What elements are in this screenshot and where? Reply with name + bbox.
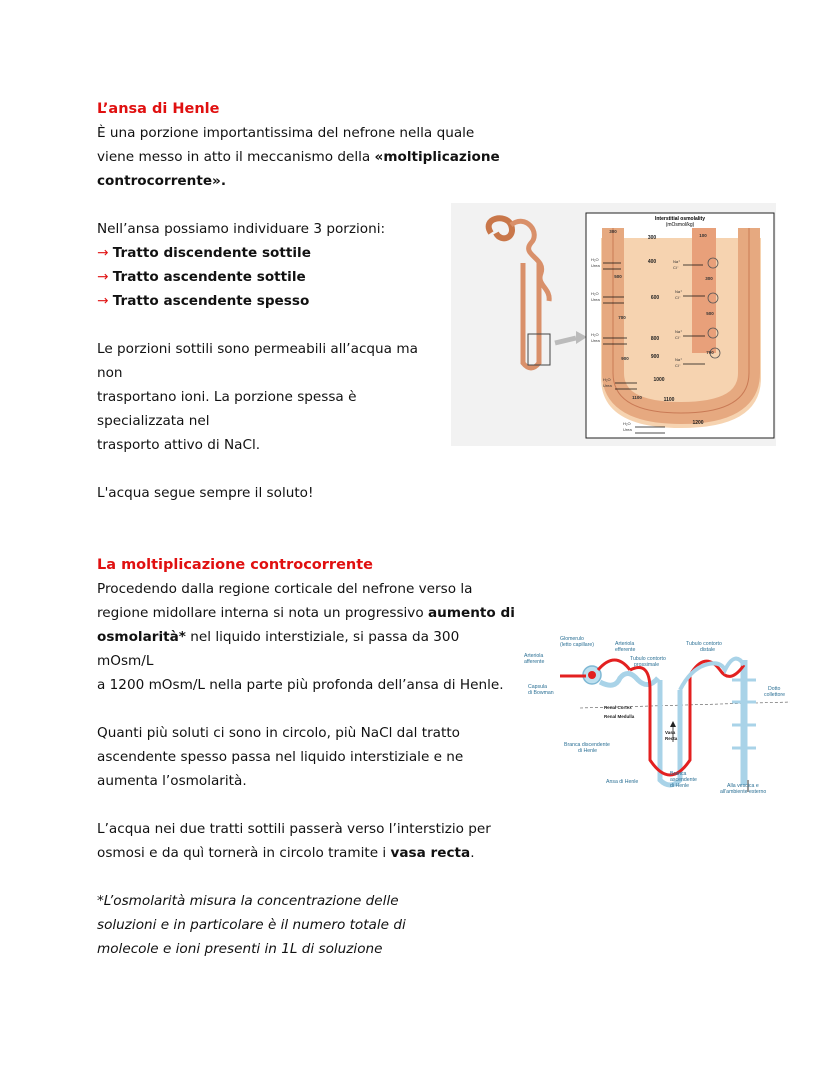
label-dotto-2: collettore <box>764 692 785 698</box>
nephron-mini-illustration <box>485 215 587 371</box>
henle-osmolality-svg: Interstitial osmolality (mOsmol/kg) 300 … <box>485 212 775 439</box>
osm-value: 1200 <box>692 420 703 426</box>
h2o-label: H₂O <box>603 377 611 382</box>
inner-value: 900 <box>621 356 629 361</box>
urea-label: Urea <box>603 383 612 388</box>
s2-line-3: osmolarità* nel liquido interstiziale, s… <box>97 629 460 645</box>
osm-value: 300 <box>648 235 657 241</box>
portions-intro: Nell’ansa possiamo individuare 3 porzion… <box>97 221 386 237</box>
label-dotto: Dotto <box>768 686 781 692</box>
s2-para-line: ascendente spesso passa nel liquido inte… <box>97 749 464 765</box>
urea-label: Urea <box>591 297 600 302</box>
section-title-ansa: L’ansa di Henle <box>97 101 220 117</box>
h2o-label: H₂O <box>591 332 599 337</box>
s2-para-line: aumenta l’osmolarità. <box>97 773 247 789</box>
label-arteriola-efferente: Arteriola <box>615 641 634 647</box>
portion-item: → Tratto discendente sottile <box>97 245 311 261</box>
cl-label: Cl⁻ <box>673 265 679 270</box>
osm-value: 1000 <box>653 377 664 383</box>
fig1-title: Interstitial osmolality <box>655 216 705 222</box>
h2o-label: H₂O <box>591 257 599 262</box>
nephron-vasa-recta-figure: Glomerulo (letto capillare) Arteriola ef… <box>520 630 800 800</box>
h2o-label: H₂O <box>591 291 599 296</box>
inner-value: 500 <box>706 311 714 316</box>
label-arteriola-afferente: Arteriola <box>524 653 543 659</box>
urea-label: Urea <box>623 427 632 432</box>
section-title-moltiplicazione: La moltiplicazione controcorrente <box>97 557 373 573</box>
henle-osmolality-figure: Interstitial osmolality (mOsmol/kg) 300 … <box>451 203 776 446</box>
intro-bold-1: «moltiplicazione <box>374 149 500 165</box>
intro-line-2: viene messo in atto il meccanismo della … <box>97 149 500 165</box>
s2-line-1: Procedendo dalla regione corticale del n… <box>97 581 473 597</box>
inner-value: 300 <box>705 276 713 281</box>
label-branca-ascendente-3: di Henle <box>670 783 689 789</box>
intro-line-1: È una porzione importantissima del nefro… <box>97 125 475 141</box>
label-tubulo-distale-2: distale <box>700 647 715 653</box>
para-line: specializzata nel <box>97 413 210 429</box>
na-label: Na⁺ <box>675 329 682 334</box>
inner-value: 1100 <box>632 395 642 400</box>
label-tubulo-prossimale: Tubulo contorto <box>630 656 666 662</box>
osm-value: 1100 <box>664 397 675 403</box>
label-ansa: Ansa di Henle <box>606 779 638 785</box>
s2-water-line-2: osmosi e da quì tornerà in circolo trami… <box>97 845 475 861</box>
h2o-label: H₂O <box>623 421 631 426</box>
label-capsula: Capsula <box>528 684 547 690</box>
label-arteriola-afferente-2: afferente <box>524 659 544 665</box>
portion-item: → Tratto ascendente spesso <box>97 293 310 309</box>
osm-value: 900 <box>651 354 660 360</box>
label-renal-cortex: Renal Cortex <box>604 705 632 710</box>
para-line: trasportano ioni. La porzione spessa è <box>97 389 357 405</box>
osm-value: 400 <box>648 259 657 265</box>
inner-value: 700 <box>618 315 626 320</box>
footnote-line: molecole e ioni presenti in 1L di soluzi… <box>97 941 383 957</box>
footnote-line: *L’osmolarità misura la concentrazione d… <box>97 893 399 909</box>
label-tubulo-distale: Tubulo contorto <box>686 641 722 647</box>
label-branca-ascendente: Branca <box>670 771 687 777</box>
s2-para-line: Quanti più soluti ci sono in circolo, pi… <box>97 725 460 741</box>
label-branca-discendente: Branca discendente <box>564 742 610 748</box>
label-vescica: Alla vescica e <box>727 783 759 789</box>
osm-value: 600 <box>651 295 660 301</box>
label-glomerulo-2: (letto capillare) <box>560 642 594 648</box>
para-line: Le porzioni sottili sono permeabili all’… <box>97 341 418 357</box>
closing-line: L'acqua segue sempre il soluto! <box>97 485 314 501</box>
portion-item: → Tratto ascendente sottile <box>97 269 306 285</box>
label-glomerulo: Glomerulo <box>560 636 584 642</box>
s2-line-5: a 1200 mOsm/L nella parte più profonda d… <box>97 677 504 693</box>
osm-value: 800 <box>651 336 660 342</box>
cl-label: Cl⁻ <box>675 295 681 300</box>
footnote-line: soluzioni e in particolare è il numero t… <box>97 917 406 933</box>
urea-label: Urea <box>591 338 600 343</box>
inner-value: 300 <box>609 229 617 234</box>
intro-line-3: controcorrente». <box>97 173 226 189</box>
fig1-subtitle: (mOsmol/kg) <box>666 222 695 228</box>
inner-value: 100 <box>699 233 707 238</box>
urea-label: Urea <box>591 263 600 268</box>
inner-value: 500 <box>614 274 622 279</box>
para-line: trasporto attivo di NaCl. <box>97 437 261 453</box>
na-label: Na⁺ <box>675 357 682 362</box>
s2-line-4: mOsm/L <box>97 653 154 669</box>
para-line: non <box>97 365 123 381</box>
s2-line-2: regione midollare interna si nota un pro… <box>97 605 515 621</box>
label-renal-medulla: Renal Medulla <box>604 714 635 719</box>
cl-label: Cl⁻ <box>675 363 681 368</box>
label-arteriola-efferente-2: efferente <box>615 647 635 653</box>
label-recta: Recta <box>665 736 678 741</box>
cl-label: Cl⁻ <box>675 335 681 340</box>
na-label: Na⁺ <box>675 289 682 294</box>
na-label: Na⁺ <box>673 259 680 264</box>
label-tubulo-prossimale-2: prossimale <box>634 662 659 668</box>
label-vescica-2: all'ambiente esterno <box>720 789 766 795</box>
label-capsula-2: di Bowman <box>528 690 554 696</box>
nephron-vasa-recta-svg: Glomerulo (letto capillare) Arteriola ef… <box>524 636 791 795</box>
s2-water-line-1: L’acqua nei due tratti sottili passerà v… <box>97 821 491 837</box>
label-branca-ascendente-2: ascendente <box>670 777 697 783</box>
label-branca-discendente-2: di Henle <box>578 748 597 754</box>
label-vasa: Vasa <box>665 730 676 735</box>
